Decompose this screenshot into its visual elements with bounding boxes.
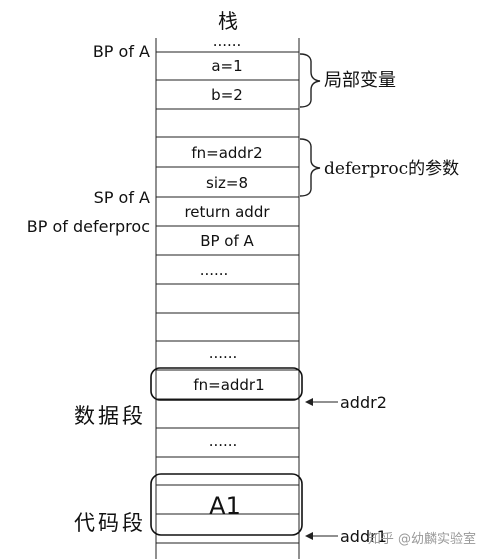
cell-dots-1: ...... <box>200 261 229 279</box>
row-lines <box>156 51 299 544</box>
cell-siz: siz=8 <box>206 174 248 192</box>
highlight-box-fn-addr1 <box>150 367 303 401</box>
label-sp-of-a: SP of A <box>94 188 150 207</box>
cell-b: b=2 <box>211 86 243 104</box>
label-local-vars: 局部变量 <box>324 70 396 91</box>
cell-dots-2: ...... <box>209 344 238 362</box>
cell-bp-of-a: BP of A <box>200 232 254 250</box>
cell-return-addr: return addr <box>184 203 270 221</box>
brace-local-vars <box>299 53 321 108</box>
cell-dots-3: ...... <box>209 432 238 450</box>
label-bp-of-a: BP of A <box>93 42 150 61</box>
label-addr2: addr2 <box>340 393 387 412</box>
cell-top-dots: ...... <box>213 32 242 50</box>
label-addr1: addr1 <box>340 527 387 546</box>
watermark: 知乎 @幼麟实验室 <box>368 531 476 547</box>
highlight-box-a1 <box>150 473 303 536</box>
label-bp-of-deferproc: BP of deferproc <box>27 217 150 236</box>
label-deferproc-params: deferproc的参数 <box>324 159 459 179</box>
brace-deferproc-params <box>299 138 321 197</box>
label-code-segment: 代码段 <box>74 511 146 535</box>
label-data-segment: 数据段 <box>74 404 146 428</box>
cell-fn: fn=addr2 <box>191 144 262 162</box>
cell-fn-addr1: fn=addr1 <box>193 376 264 394</box>
cell-a: a=1 <box>211 57 242 75</box>
stack-title: 栈 <box>218 9 238 33</box>
cell-a1: A1 <box>209 492 241 520</box>
